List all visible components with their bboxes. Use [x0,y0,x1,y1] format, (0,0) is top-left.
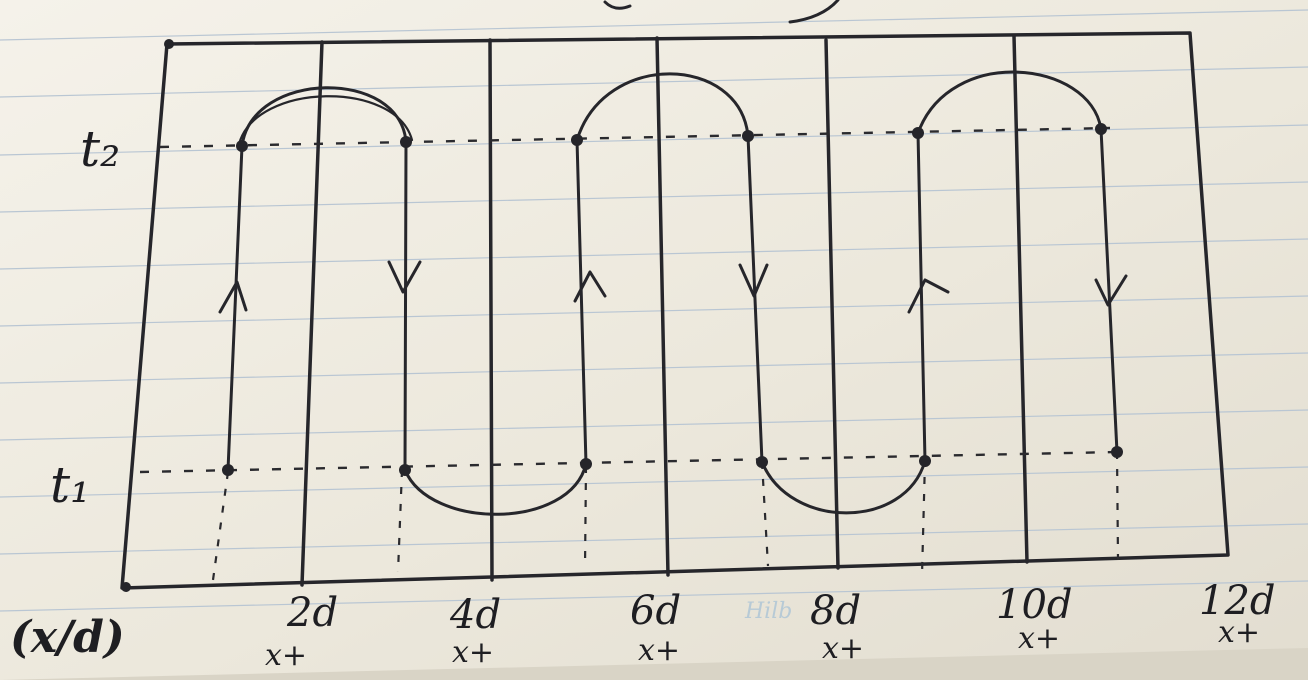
sub-label-12d: x+ [1218,615,1260,650]
arrow-down-2 [738,263,769,298]
sub-label-8d: x+ [822,631,864,666]
event-dots [121,39,1123,592]
t2-label: t₂ [80,120,120,178]
tick-label-4d: 4d [449,592,501,638]
arrow-up-1 [218,280,248,314]
sub-label-6d: x+ [638,633,680,668]
top-fragment-curve [603,0,840,24]
event-dot [756,456,768,468]
t1-dashed-line [139,450,1119,474]
projection-dashes [211,451,1120,581]
event-dot [236,140,248,152]
event-dot [912,127,924,139]
event-dot [1095,123,1107,135]
sub-label-2d: x+ [265,638,307,673]
arrow-down-3 [1094,274,1128,307]
tick-label-12d: 12d [1199,578,1276,624]
t1-label: t₁ [50,456,90,514]
diagram-frame [120,31,1230,590]
column-dividers [300,34,1029,587]
t2-dashed-line [159,126,1111,149]
event-dot [222,464,234,476]
ruled-lines [0,9,1308,612]
event-dot [1111,446,1123,458]
sub-label-10d: x+ [1018,621,1060,656]
tick-label-2d: 2d [286,590,338,636]
event-dot [121,582,131,592]
arrow-down-1 [387,260,422,294]
tick-label-8d: 8d [810,588,861,634]
origin-label: (x/d) [10,612,125,663]
tick-label-10d: 10d [996,582,1073,628]
event-dot [164,39,174,49]
event-dot [919,455,931,467]
arrow-up-3 [907,278,950,314]
event-dot [742,130,754,142]
arrow-up-2 [573,270,607,303]
time-level-dashes [139,126,1119,474]
faint-mark: Hilb [744,599,792,624]
first-arc-double-stroke [237,95,414,146]
event-dot [571,134,583,146]
event-dot [400,136,412,148]
event-dot [399,464,411,476]
axis-labels: 2d 4d 6d 8d 10d 12d x+ x+ x+ x+ x+ x+ [265,578,1276,673]
tick-label-6d: 6d [630,588,681,634]
sub-label-4d: x+ [452,635,494,670]
direction-arrows [218,260,1128,314]
event-dot [580,458,592,470]
